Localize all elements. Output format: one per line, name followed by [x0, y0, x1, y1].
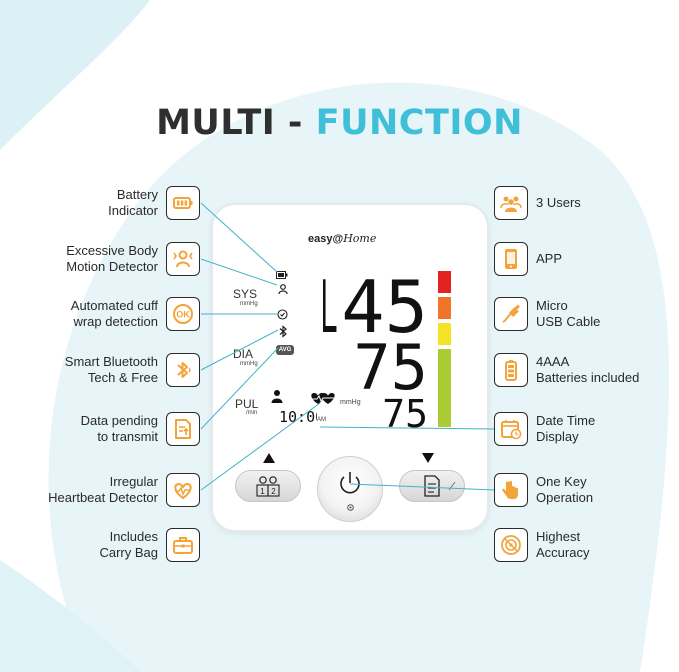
lcd-digits: 145 75 75 — [323, 267, 428, 436]
battery-status-icon — [276, 271, 288, 279]
data-transmit-icon — [166, 412, 200, 446]
feature-app: APP — [494, 242, 679, 276]
up-arrow-indicator — [263, 453, 275, 463]
avg-badge: AVG — [276, 345, 294, 355]
cuff-ok-icon: OK — [166, 297, 200, 331]
settings-gear-icon — [347, 504, 354, 511]
carry-bag-icon — [166, 528, 200, 562]
pul-unit: /min — [246, 410, 258, 416]
diastolic-reading: 75 — [353, 331, 428, 404]
sys-unit: mmHg — [240, 301, 258, 307]
power-icon — [340, 472, 360, 494]
svg-text:2: 2 — [271, 487, 276, 496]
sys-label: SYS — [233, 287, 258, 301]
level-bar-red — [438, 271, 451, 293]
bluetooth-icon — [166, 353, 200, 387]
am-label: AM — [317, 417, 326, 423]
time-display: 10:00 — [279, 408, 317, 426]
motion-status-icon — [278, 284, 288, 295]
brand-logo: easy@Home — [308, 232, 377, 245]
user-silhouette-icon — [271, 390, 283, 403]
accuracy-target-icon — [494, 528, 528, 562]
pulse-reading: 75 — [382, 392, 428, 436]
level-bar-yellow — [438, 323, 451, 345]
cuff-status-icon — [277, 309, 288, 320]
pul-label: PUL — [235, 397, 259, 411]
systolic-reading: 145 — [323, 267, 428, 349]
time-reading: 10:00 — [279, 408, 317, 426]
dia-label: DIA — [233, 347, 254, 361]
svg-text:OK: OK — [176, 310, 190, 320]
blood-pressure-monitor: easy@Home SYS mmHg DIA mmHg PUL /min AVG… — [213, 205, 487, 530]
battery-icon — [166, 186, 200, 220]
users-icon — [494, 186, 528, 220]
svg-text:1: 1 — [260, 487, 265, 496]
irregular-heartbeat-icon — [166, 473, 200, 507]
pen-icon — [448, 481, 456, 491]
dia-unit: mmHg — [240, 361, 258, 367]
heartbeat-status-icon — [311, 393, 337, 404]
bluetooth-status-icon — [279, 325, 287, 338]
phone-app-icon — [494, 242, 528, 276]
calendar-clock-icon — [494, 412, 528, 446]
feature-three-users: 3 Users — [494, 186, 679, 220]
memory-document-icon — [424, 475, 440, 497]
down-arrow-indicator — [422, 453, 434, 463]
feature-label: 3 Users — [536, 195, 581, 210]
aaa-battery-icon — [494, 353, 528, 387]
feature-label: APP — [536, 251, 563, 266]
level-bar-orange — [438, 297, 451, 319]
page-title: MULTI - FUNCTION — [0, 103, 679, 143]
motion-detector-icon — [166, 242, 200, 276]
one-key-hand-icon — [494, 473, 528, 507]
title-part-2: FUNCTION — [315, 103, 523, 143]
level-bar-green — [438, 349, 451, 427]
power-start-button[interactable] — [317, 456, 383, 522]
title-part-1: MULTI - — [156, 103, 316, 143]
memory-button[interactable] — [399, 470, 465, 502]
usb-cable-icon — [494, 297, 528, 331]
mmhg-label: mmHg — [340, 399, 361, 406]
